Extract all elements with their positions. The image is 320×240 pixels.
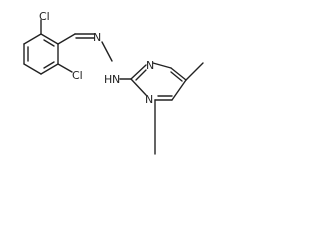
n-amine-label: N [112, 73, 120, 86]
n-imine-label: N [93, 31, 101, 44]
bond-pyrimidine-double-1 [135, 69, 147, 81]
bond-pyrimidine-4 [171, 79, 187, 101]
n-ring-bottom-label: N [145, 93, 153, 106]
n-ring-top-label: N [146, 59, 154, 72]
bond-pyrimidine-1 [130, 64, 147, 80]
cl-top-label: Cl [39, 10, 50, 23]
bond-benzene-3 [40, 63, 59, 75]
cl-bottom-label: Cl [72, 69, 83, 82]
molecule-structure: Cl Cl N H N N N [23, 10, 204, 155]
h-amine-label: H [104, 73, 112, 86]
bond-cl-bottom [57, 63, 73, 73]
pyrimidine-ring [130, 62, 187, 101]
bond-benzene-ch [57, 33, 76, 45]
benzene-ring [23, 33, 59, 75]
bond-pyrimidine-3 [170, 67, 187, 81]
bond-pyrimidine-6 [130, 78, 147, 96]
bond-benzene-6 [23, 33, 42, 45]
bond-pyrimidine-double-2 [170, 71, 183, 82]
bond-n-n [101, 41, 113, 62]
bond-benzene-4 [23, 63, 42, 75]
bond-benzene-double-2 [43, 61, 55, 69]
bond-benzene-double-1 [43, 39, 55, 47]
bond-benzene-1 [40, 33, 59, 45]
molecule-canvas: Cl Cl N H N N N [23, 10, 204, 155]
bond-methyl-top [185, 62, 204, 81]
bond-pyrimidine-2 [152, 62, 172, 69]
